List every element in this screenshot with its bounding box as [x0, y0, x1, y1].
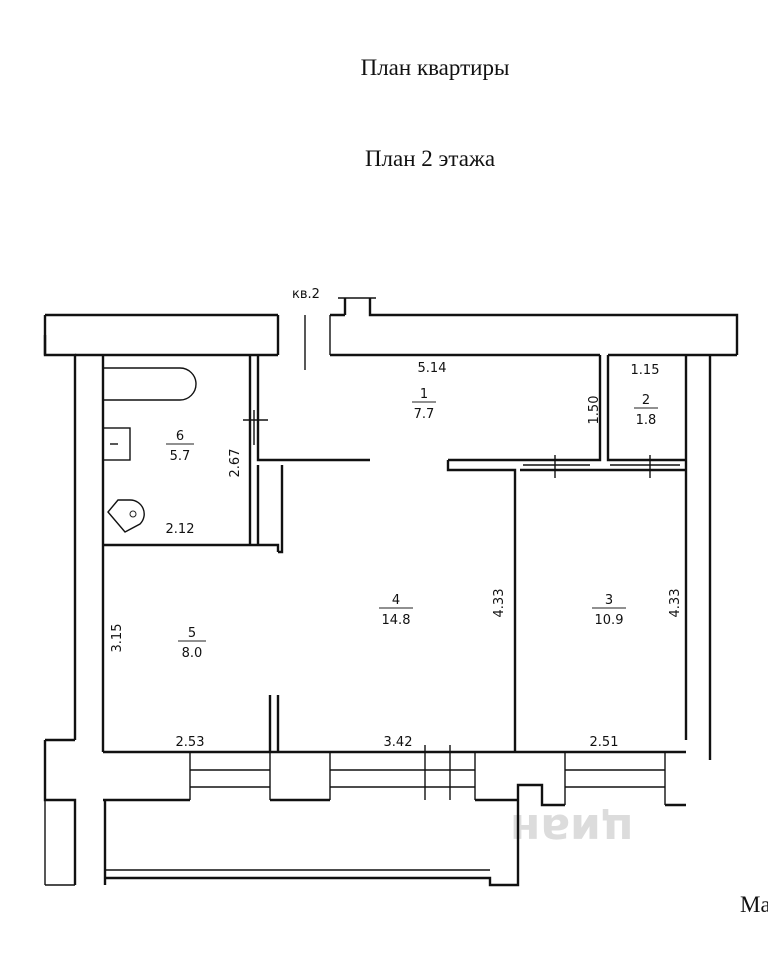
dim-room4-depth: 4.33	[492, 589, 507, 618]
room3-door	[523, 455, 680, 478]
room-5-label: 5 8.0	[178, 626, 206, 661]
loggia-rail	[44, 800, 490, 886]
room-4-label: 4 14.8	[379, 593, 413, 628]
svg-text:8.0: 8.0	[182, 646, 203, 661]
sink-icon	[102, 427, 131, 461]
bathtub-icon	[103, 367, 197, 401]
dim-hall-width: 5.14	[418, 361, 447, 376]
bathroom-door	[243, 410, 268, 445]
toilet-icon	[107, 499, 145, 533]
dim-room3-depth: 4.33	[668, 589, 683, 618]
svg-text:1: 1	[420, 387, 428, 402]
dim-room3-width: 2.51	[590, 735, 619, 750]
room-1-label: 1 7.7	[412, 387, 436, 422]
svg-text:5.7: 5.7	[170, 449, 191, 464]
dim-room5-width: 2.53	[176, 735, 205, 750]
floor-title: План 2 этажа	[365, 146, 495, 171]
window-middle	[329, 745, 476, 800]
exterior-wall-left	[43, 335, 105, 752]
svg-text:1.8: 1.8	[636, 413, 657, 428]
exterior-wall-top	[43, 298, 739, 885]
interior-top-wall	[103, 353, 737, 740]
corner-text: Ma	[740, 892, 768, 917]
svg-text:14.8: 14.8	[382, 613, 411, 628]
dim-bath-depth: 2.67	[228, 449, 243, 478]
room-6-label: 6 5.7	[166, 429, 194, 464]
svg-text:5: 5	[188, 626, 196, 641]
window-left	[189, 752, 271, 800]
dim-room4-width: 3.42	[384, 735, 413, 750]
svg-text:6: 6	[176, 429, 184, 444]
page-title: План квартиры	[361, 55, 510, 80]
bathroom-wall	[103, 355, 370, 554]
svg-text:3: 3	[605, 593, 613, 608]
room-3-label: 3 10.9	[592, 593, 626, 628]
loggia	[103, 752, 712, 887]
svg-text:10.9: 10.9	[595, 613, 624, 628]
watermark-text: циан	[510, 804, 634, 855]
apartment-label: кв.2	[292, 287, 320, 302]
exterior-wall-right	[708, 340, 739, 752]
svg-text:7.7: 7.7	[414, 407, 435, 422]
dim-closet-width: 1.15	[631, 363, 660, 378]
interior-bottom-wall	[103, 695, 686, 754]
hall-wall	[446, 355, 686, 752]
dim-hall-depth: 1.50	[587, 396, 602, 425]
entrance-opening	[277, 315, 331, 370]
dim-room5-depth: 3.15	[110, 624, 125, 653]
dim-bath-width: 2.12	[166, 522, 195, 537]
svg-text:2: 2	[642, 393, 650, 408]
svg-text:4: 4	[392, 593, 400, 608]
room-2-label: 2 1.8	[634, 393, 658, 428]
window-right	[564, 752, 666, 805]
